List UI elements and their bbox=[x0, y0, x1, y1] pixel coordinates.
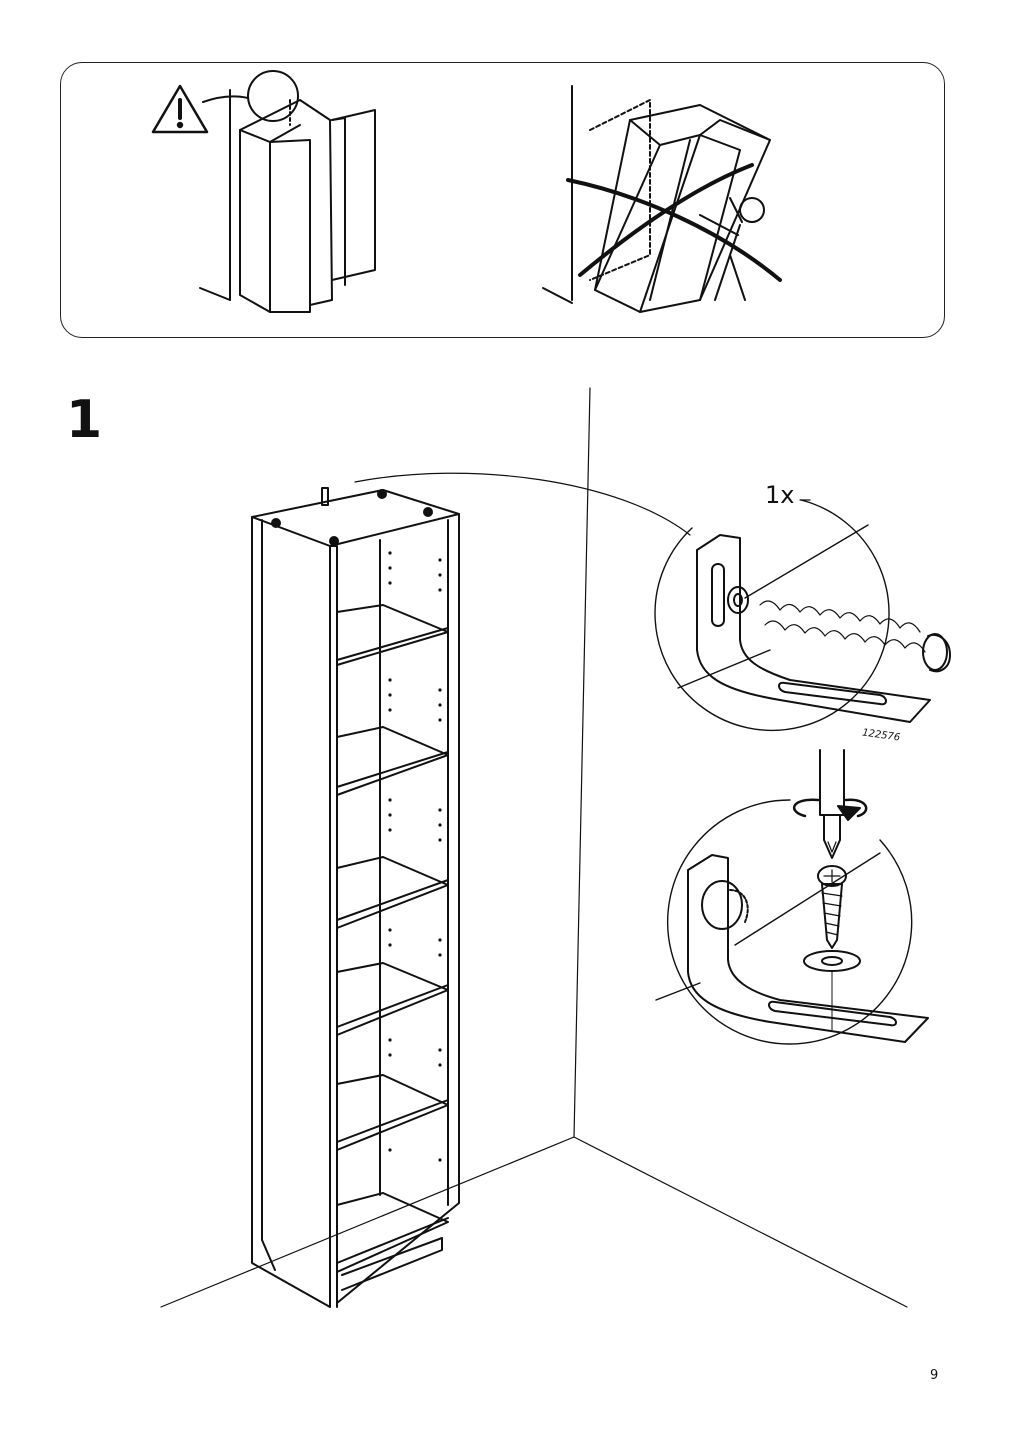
rotate-clockwise-arrow-icon bbox=[794, 800, 866, 820]
quantity-label: 1x bbox=[765, 481, 795, 509]
page-number: 9 bbox=[930, 1368, 939, 1383]
correct-fixing-illustration bbox=[200, 71, 375, 312]
incorrect-tipping-illustration bbox=[543, 86, 780, 312]
detail-leader-line bbox=[355, 473, 690, 535]
warning-triangle-icon bbox=[153, 86, 248, 132]
screw-fixing-detail bbox=[656, 750, 928, 1044]
bookcase bbox=[252, 488, 459, 1307]
warning-panel bbox=[60, 62, 945, 338]
bracket-plug-detail bbox=[655, 500, 950, 730]
step-number: 1 bbox=[66, 390, 103, 450]
room-corner bbox=[161, 388, 907, 1307]
